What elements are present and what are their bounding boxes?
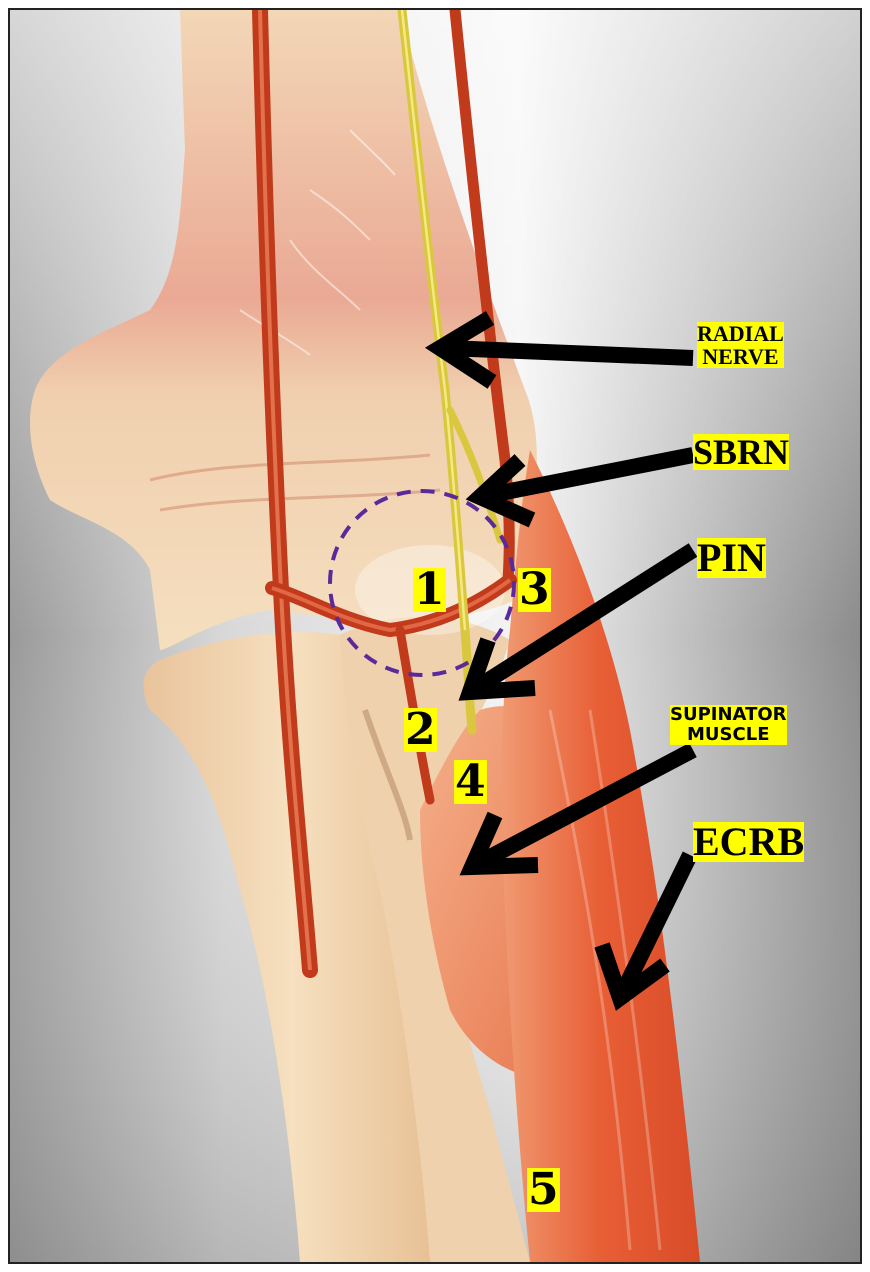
supinator-label-line2: MUSCLE [670, 725, 787, 745]
radial-nerve-label-line1: RADIAL [697, 322, 784, 345]
marker-4: 4 [454, 760, 487, 804]
marker-2: 2 [404, 708, 437, 752]
label-radial-nerve: RADIAL NERVE [697, 322, 784, 368]
elbow-anatomy-illustration [10, 10, 860, 1262]
figure-frame: RADIAL NERVE SBRN PIN SUPINATOR MUSCLE E… [8, 8, 862, 1264]
label-sbrn: SBRN [693, 434, 789, 470]
supinator-label-line1: SUPINATOR [670, 705, 787, 725]
label-supinator-muscle: SUPINATOR MUSCLE [670, 705, 787, 745]
radial-nerve-label-line2: NERVE [697, 345, 784, 368]
marker-3: 3 [518, 568, 551, 612]
label-ecrb: ECRB [693, 822, 804, 862]
marker-5: 5 [527, 1168, 560, 1212]
marker-1: 1 [413, 568, 446, 612]
label-pin: PIN [697, 538, 766, 578]
